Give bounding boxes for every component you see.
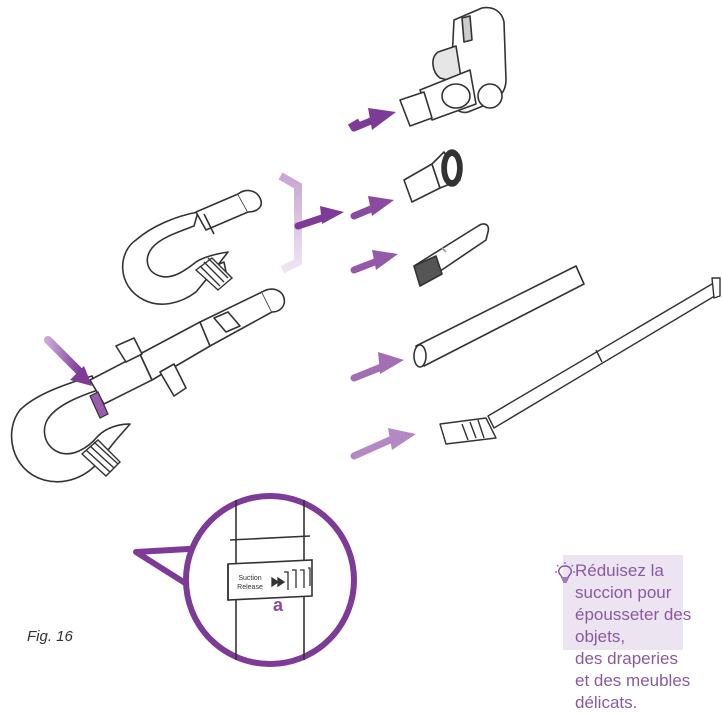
connector-arrow [298,206,344,226]
extension-tube [414,266,584,367]
turbo-brush [400,8,506,126]
arrow-icon [48,340,92,386]
dusting-brush [404,150,462,202]
bracket-main [350,108,416,458]
band-text-bottom: Release [237,584,263,591]
crevice-tool [414,224,488,286]
hose-handle-top [123,191,262,305]
upholstery-wand [440,278,720,444]
band-text-top: Suction [238,575,261,582]
figure-label: Fig. 16 [27,628,73,645]
callout-letter: a [273,595,283,616]
bracket-left [284,178,298,268]
wand-assembly [12,289,285,482]
lightbulb-icon [555,562,575,584]
tip-text: Réduisez la succion pour épousseter des … [575,560,695,714]
